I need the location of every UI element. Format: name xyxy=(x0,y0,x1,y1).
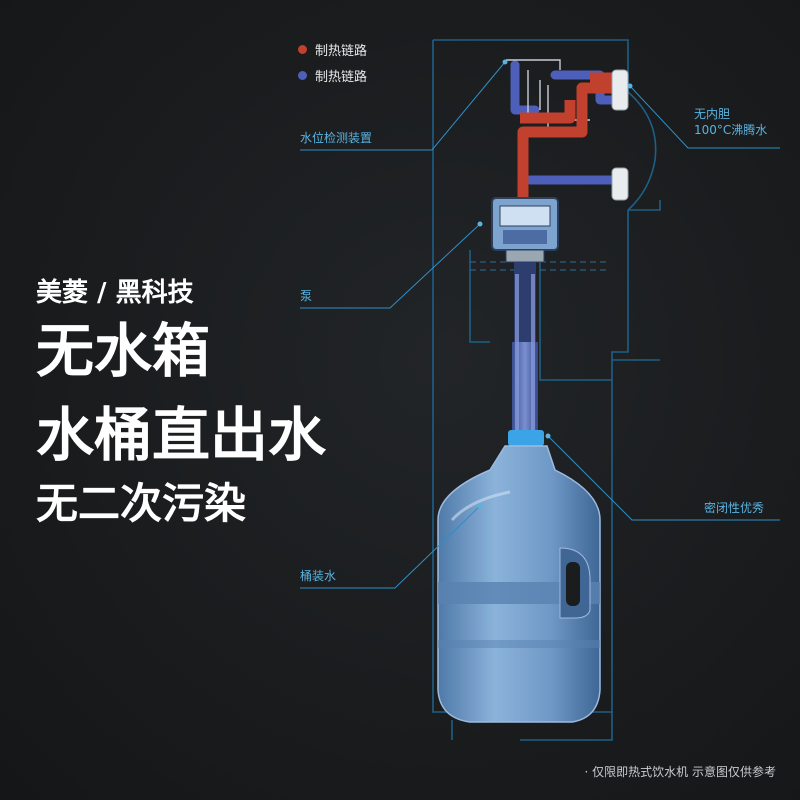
legend-cold-dot xyxy=(298,71,307,80)
legend-cold: 制热链路 xyxy=(298,66,367,85)
legend-hot-dot xyxy=(298,45,307,54)
supply-tube xyxy=(512,262,538,434)
callout-lines xyxy=(300,59,780,589)
callout-no-tank-line1: 无内胆 xyxy=(694,107,731,121)
brand-tagline: 美菱 / 黑科技 xyxy=(36,278,194,308)
callout-water-level: 水位检测装置 xyxy=(300,131,373,145)
callout-sealed: 密闭性优秀 xyxy=(704,501,765,515)
legend-cold-label: 制热链路 xyxy=(315,70,368,85)
pump xyxy=(491,197,559,263)
callout-pump: 泵 xyxy=(300,289,313,303)
legend-hot: 制热链路 xyxy=(298,40,367,59)
disclaimer: · 仅限即热式饮水机 示意图仅供参考 xyxy=(584,765,776,779)
headline-line-3: 无二次污染 xyxy=(36,479,247,528)
water-bottle xyxy=(437,430,601,723)
callout-no-tank-line2: 100°C沸腾水 xyxy=(694,123,768,137)
legend-hot-label: 制热链路 xyxy=(315,44,368,59)
headline-line-1: 无水箱 xyxy=(36,317,211,385)
hot-path xyxy=(517,72,612,200)
callout-no-tank: 无内胆 100°C沸腾水 xyxy=(694,106,767,138)
heater-caps xyxy=(611,69,629,201)
callout-bottled-water: 桶装水 xyxy=(300,569,337,583)
headline-line-2: 水桶直出水 xyxy=(36,401,327,469)
